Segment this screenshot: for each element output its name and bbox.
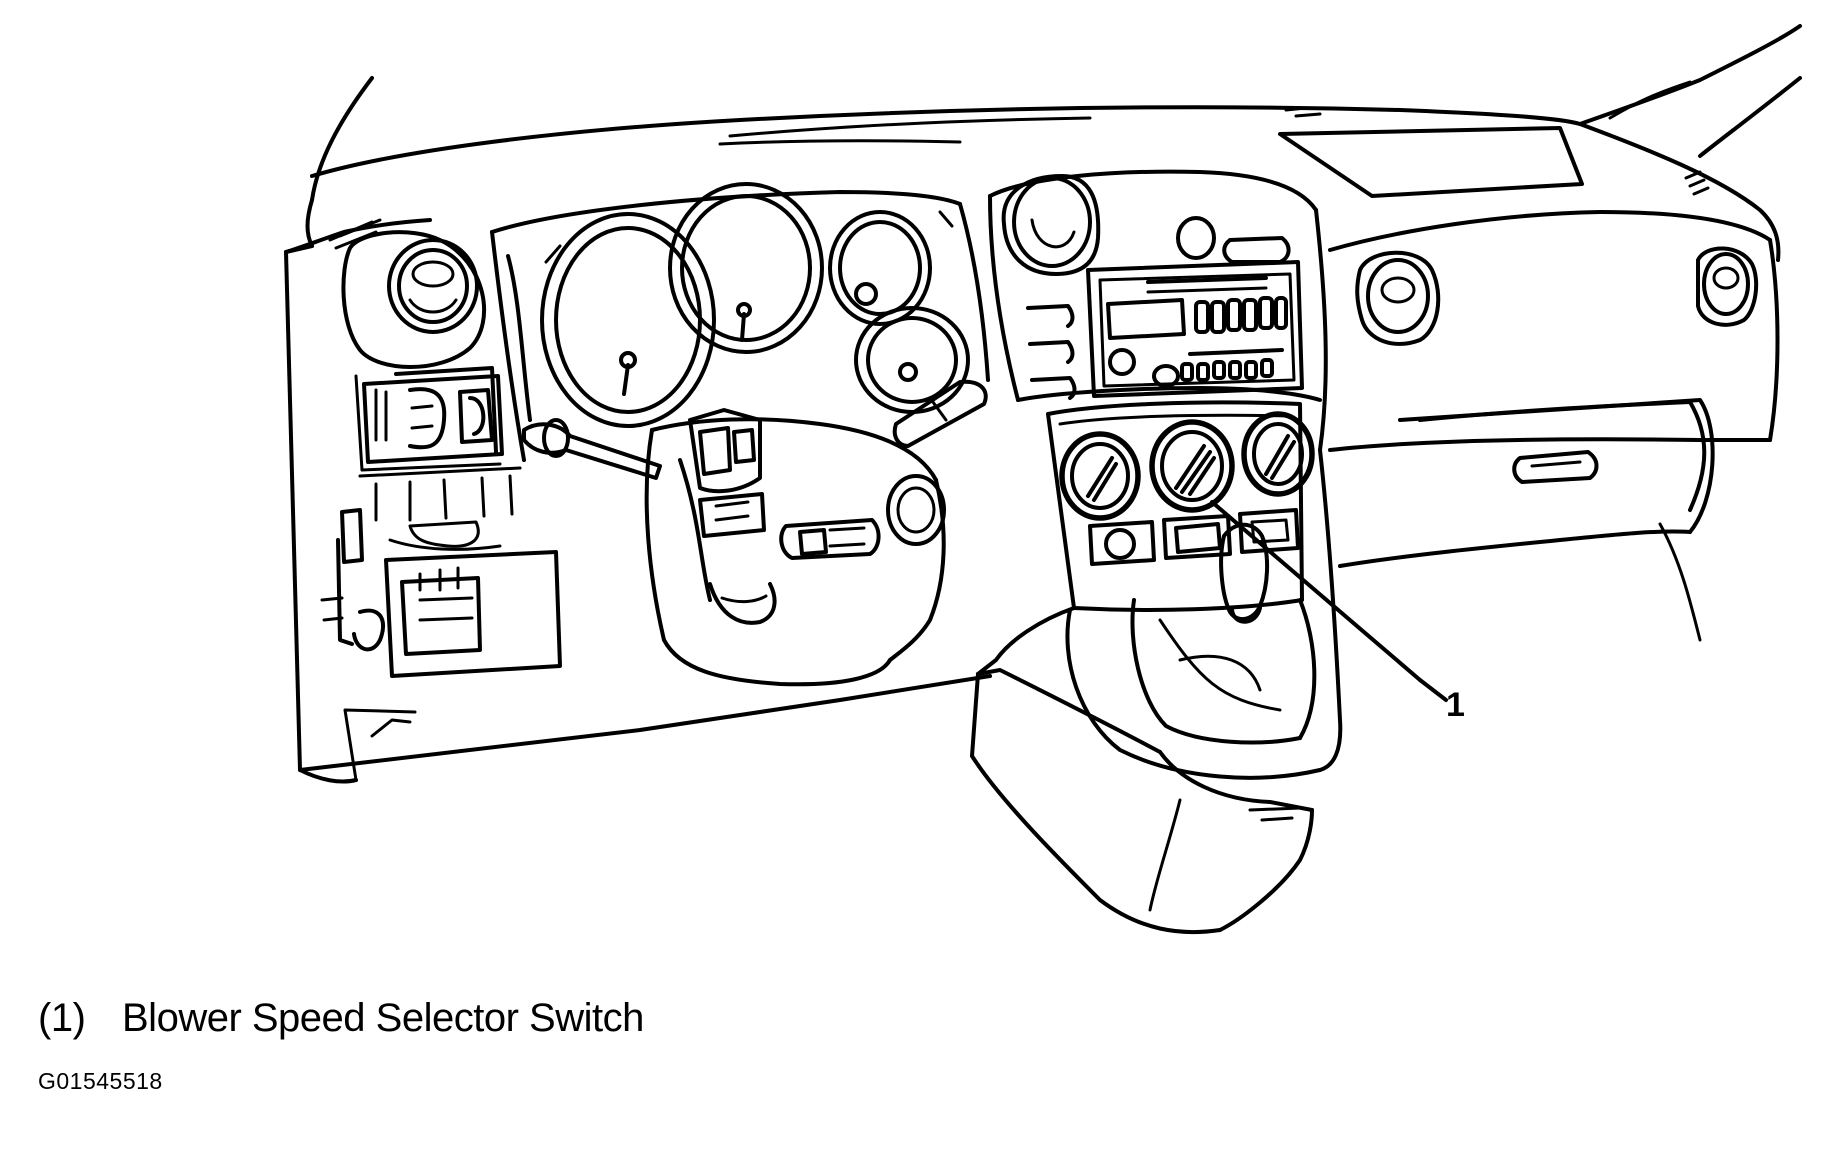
right-outer-air-vent (1696, 246, 1759, 327)
temperature-gauge (854, 306, 970, 414)
hazard-button (1176, 216, 1216, 260)
steering-shroud-lower (708, 582, 777, 625)
right-center-air-vent (1355, 250, 1441, 346)
center-stack-side-buttons (1026, 304, 1077, 400)
dashboard-diagram: 1 (284, 24, 1802, 935)
caption-text: Blower Speed Selector Switch (122, 996, 644, 1040)
defroster-vent (1278, 126, 1584, 198)
dash-speaker-slots (338, 106, 1322, 238)
center-air-vent (1001, 174, 1101, 276)
fuel-gauge (828, 210, 932, 326)
headlight-switch-bank (354, 366, 504, 472)
right-dash-panel (1328, 210, 1780, 642)
column-lower-switch (779, 518, 881, 560)
glove-box (1418, 400, 1707, 512)
blower-speed-knob (1149, 419, 1235, 513)
ignition-switch (886, 474, 946, 546)
wiper-stalk (892, 379, 988, 448)
gear-shift-lever (1219, 522, 1270, 624)
tachometer-gauge (668, 182, 824, 354)
figure-id: G01545518 (38, 1068, 163, 1094)
callout-1-number: 1 (1446, 686, 1465, 724)
temperature-knob (1059, 431, 1141, 521)
mode-knob (1241, 411, 1315, 497)
caption-number: (1) (38, 996, 86, 1040)
left-air-vent (341, 230, 487, 369)
dashboard-line-art: 1 (284, 24, 1802, 935)
steering-column (644, 408, 946, 687)
turn-signal-stalk (522, 418, 662, 480)
figure-caption: (1) Blower Speed Selector Switch (38, 996, 644, 1041)
dashboard-top-outline (310, 24, 1802, 262)
clock-display (1222, 236, 1291, 264)
right-a-pillar (1684, 76, 1802, 196)
dash-left-end (284, 218, 992, 784)
lower-left-panel (320, 466, 562, 678)
radio-head-unit (1086, 260, 1304, 398)
center-console (970, 448, 1343, 935)
callout-1-leader (1210, 500, 1448, 702)
